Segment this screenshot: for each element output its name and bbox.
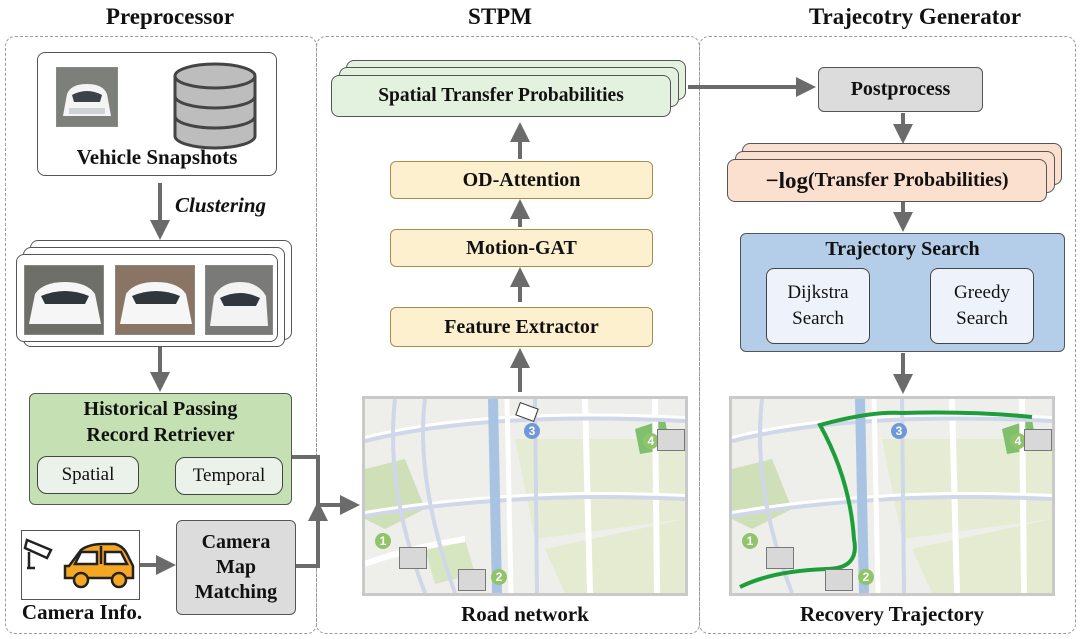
greedy-line1: Greedy bbox=[954, 282, 1010, 304]
camera-info-label: Camera Info. bbox=[21, 600, 143, 624]
map-car-icon-2 bbox=[458, 569, 486, 591]
motion-gat-box: Motion-GAT bbox=[390, 229, 653, 267]
recovery-trajectory-map: 1 2 3 4 bbox=[729, 396, 1055, 596]
camera-map-matching-box: Camera Map Matching bbox=[176, 520, 296, 615]
clustering-label: Clustering bbox=[175, 193, 267, 217]
car-snapshot-photo bbox=[56, 67, 118, 127]
recovery-car-icon-2 bbox=[825, 569, 853, 591]
temporal-box: Temporal bbox=[175, 457, 283, 495]
neglog-box: −log(Transfer Probabilities) bbox=[727, 159, 1047, 202]
stpm-title: STPM bbox=[468, 4, 532, 29]
map-car-icon-1 bbox=[399, 547, 427, 569]
spatial-transfer-box: Spatial Transfer Probabilities bbox=[331, 75, 671, 117]
cmm-line1: Camera bbox=[201, 531, 271, 553]
road-network-label: Road network bbox=[461, 602, 589, 626]
dijkstra-line2: Search bbox=[792, 308, 844, 329]
neglog-prefix: −log bbox=[765, 167, 808, 193]
recovery-marker-4: 4 bbox=[1010, 433, 1026, 449]
recovery-marker-3: 3 bbox=[891, 423, 907, 439]
trajectory-search-title: Trajectory Search bbox=[825, 238, 980, 260]
hprr-line1: Historical Passing bbox=[83, 398, 238, 420]
postprocess-box: Postprocess bbox=[818, 67, 983, 112]
recovery-car-icon-1 bbox=[766, 547, 794, 569]
dijkstra-line1: Dijkstra bbox=[787, 282, 849, 304]
generator-title: Trajecotry Generator bbox=[808, 4, 1022, 29]
neglog-body: (Transfer Probabilities) bbox=[807, 169, 1009, 191]
map-marker-2: 2 bbox=[491, 569, 507, 585]
map-marker-4: 4 bbox=[643, 433, 659, 449]
cluster-car-photo-2 bbox=[115, 265, 195, 335]
map-marker-3: 3 bbox=[524, 423, 540, 439]
recovery-marker-2: 2 bbox=[858, 569, 874, 585]
cmm-line3: Matching bbox=[194, 581, 278, 603]
map-car-icon-4 bbox=[657, 429, 685, 451]
recovery-trajectory-label: Recovery Trajectory bbox=[799, 602, 985, 626]
generator-panel bbox=[699, 36, 1076, 634]
camera-info-box bbox=[21, 530, 140, 600]
hprr-line2: Record Retriever bbox=[86, 424, 235, 446]
recovery-trajectory-path bbox=[739, 410, 1033, 589]
recovery-car-icon-4 bbox=[1024, 429, 1052, 451]
spatial-box: Spatial bbox=[37, 456, 139, 494]
vehicle-snapshots-label: Vehicle Snapshots bbox=[76, 145, 238, 169]
cmm-line2: Map bbox=[216, 556, 256, 578]
camera-car-icon bbox=[23, 538, 135, 589]
road-network-map: 1 2 3 4 bbox=[362, 396, 688, 596]
greedy-search-box: Greedy Search bbox=[930, 268, 1034, 344]
od-attention-box: OD-Attention bbox=[390, 161, 653, 199]
dijkstra-search-box: Dijkstra Search bbox=[766, 268, 870, 344]
database-icon bbox=[173, 62, 257, 150]
preprocessor-title: Preprocessor bbox=[105, 4, 235, 29]
feature-extractor-box: Feature Extractor bbox=[390, 307, 653, 347]
map-marker-1: 1 bbox=[375, 533, 391, 549]
recovery-marker-1: 1 bbox=[742, 533, 758, 549]
cluster-car-photo-3 bbox=[205, 265, 273, 335]
cluster-car-photo-1 bbox=[24, 265, 104, 335]
greedy-line2: Search bbox=[956, 308, 1008, 329]
